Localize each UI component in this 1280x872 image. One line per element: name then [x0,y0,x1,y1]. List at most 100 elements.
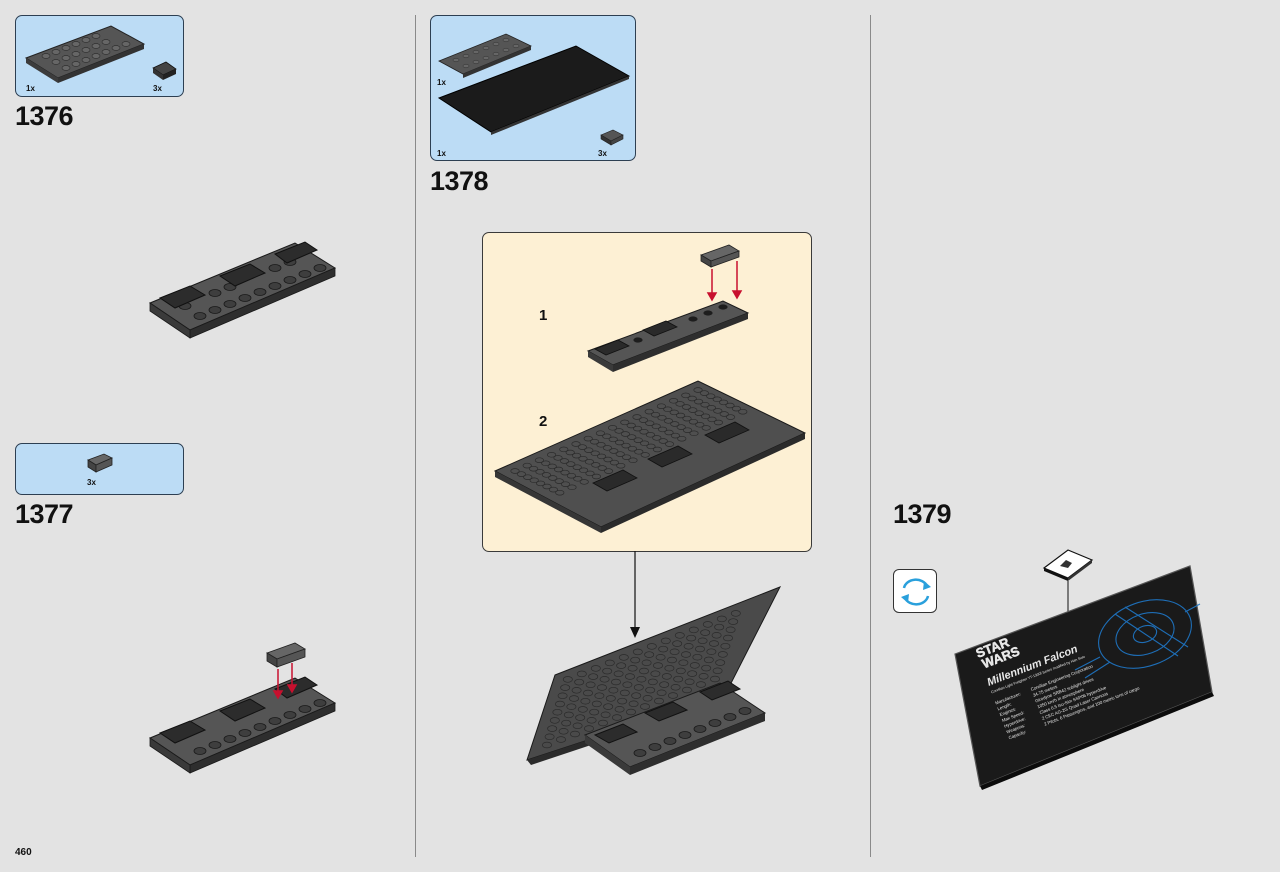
stud [604,659,615,667]
stud [673,675,684,683]
stud [687,670,698,677]
stud [622,454,632,460]
stud [547,463,557,470]
stud [566,472,576,479]
column-divider-left [415,15,416,857]
stud [702,621,713,628]
stud [696,681,706,688]
stud [664,664,675,672]
substep-2-plate [493,380,807,533]
rotate-icon [901,578,931,606]
stud [640,703,650,710]
stud [565,449,575,456]
stud [544,733,555,741]
stud [683,643,694,650]
stud [731,405,741,412]
stud [632,648,643,656]
stud [699,390,709,396]
stud [586,717,597,724]
stud [656,689,667,697]
stud [681,404,691,410]
stud [669,398,679,404]
stud [552,708,563,716]
stud [703,656,714,664]
stud [566,703,577,710]
stud [563,711,574,719]
parts-callout-1378: 1x 1x 3x [430,15,636,161]
stud [645,432,655,438]
stud [692,653,703,661]
stud [719,411,729,417]
page-number: 460 [15,847,32,858]
stud [541,460,551,467]
stud [611,678,621,686]
stud [560,469,570,476]
stud [695,645,705,653]
stud [675,667,686,675]
stud [585,681,596,689]
stud [709,640,719,647]
stud [575,714,586,721]
stud [627,434,637,440]
stud [548,475,558,481]
step-number: 1378 [430,166,489,196]
stud [710,675,720,683]
plate-2x8-icon [24,25,146,83]
stud [558,728,569,735]
stud [646,643,657,650]
stud [616,662,627,669]
stud [510,468,520,474]
stud [596,442,606,448]
stud [663,418,673,424]
stud [667,656,677,664]
stud [591,462,601,468]
stud [668,692,678,699]
stud [602,433,612,440]
stud [523,474,533,480]
stud [628,457,638,464]
stud [676,412,686,419]
stud [646,443,656,450]
stud [572,722,583,730]
stud [560,684,571,691]
stud [664,429,674,436]
stud [672,640,683,647]
stud [674,632,685,639]
stud [717,651,728,658]
stud [573,476,583,482]
stud [577,444,587,450]
stud [621,442,631,449]
stud [689,662,700,669]
stud [542,483,552,490]
stud [652,435,662,441]
stud [572,452,582,459]
stud [529,465,539,472]
stud [639,428,649,435]
stud [590,438,600,445]
stud [713,408,723,414]
stud [561,481,571,487]
stud [535,469,545,475]
stud [615,451,625,457]
stud [608,686,619,694]
plate-2x8-icon [438,33,532,78]
stud [636,675,647,683]
stud [555,489,565,496]
stud [590,450,600,457]
stud [584,447,594,453]
stud [589,708,600,716]
stud [626,422,636,429]
stud [655,654,666,661]
stud [651,423,661,430]
stud [701,413,711,420]
stud [599,676,610,683]
stud [713,419,723,426]
stud [720,642,731,650]
stud [557,692,568,700]
stud [695,422,705,428]
stud [571,687,582,694]
stud [644,408,654,415]
down-arrow [630,551,640,638]
stud [640,440,650,447]
stud [653,662,663,669]
